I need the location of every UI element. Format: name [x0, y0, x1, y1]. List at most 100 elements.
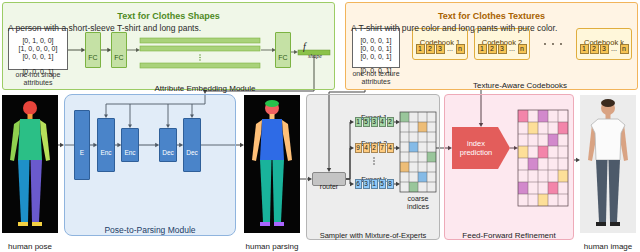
prediction-shape [452, 127, 510, 169]
text-slot: FC [86, 46, 99, 64]
person-photo [580, 95, 636, 233]
vector-row: [0, 0, 0, 1] [22, 53, 53, 61]
foot [32, 222, 42, 226]
expert: Expert k63158 [354, 168, 394, 190]
text-slot: 9 [355, 143, 362, 153]
module-panel: Pose-to-Parsing ModuleEEncEncDecDec [64, 94, 236, 236]
fc-layer: FC [275, 32, 290, 68]
code-cell: 3 [498, 44, 507, 54]
block-label: Dec [162, 149, 174, 157]
parsing-image: human parsing [244, 95, 300, 250]
leg [18, 160, 30, 222]
vector-row: [1, 0, 0, 0, 0] [19, 45, 58, 53]
expert-index: 6 [355, 179, 362, 189]
layer-label: FC [114, 54, 123, 62]
code-cell: 3 [436, 44, 445, 54]
code-cell: 1 [478, 44, 487, 54]
text-slot: 2 [488, 44, 497, 54]
text-slot: FC [112, 46, 125, 64]
vector-row: [0, 0, 0, 1] [360, 45, 391, 53]
torso [260, 119, 284, 160]
expert-index: 3 [363, 179, 370, 189]
panel-title: Text for Clothes Textures [438, 11, 545, 22]
head [265, 101, 279, 115]
text-slot: 3 [371, 117, 378, 127]
text-slot: Attribute Embedding Module [140, 77, 270, 95]
code-cell: 1 [416, 44, 425, 54]
arrow-head [240, 143, 244, 147]
text-slot: ... [446, 44, 455, 54]
text-slot: FC [276, 46, 289, 64]
hair [265, 100, 279, 107]
image-ground [244, 95, 300, 233]
expert: Expert 294274 [354, 132, 394, 154]
text-slot: Enc [122, 141, 137, 159]
human-image: human image [580, 95, 636, 250]
text-slot: E [75, 141, 89, 159]
text-slot: Feed-Forward Refinement [444, 224, 574, 242]
foot [18, 222, 28, 226]
axis-note: one-hot texture attributes [347, 70, 405, 86]
flow-arrow [574, 158, 580, 162]
text-slot: 1 [355, 117, 362, 127]
leg [31, 160, 43, 222]
text-slot: 5 [379, 179, 386, 189]
router-label: router [320, 183, 338, 191]
text-slot: f [303, 36, 306, 54]
text-slot: Dec [184, 141, 200, 159]
neck [28, 114, 33, 119]
text-slot: 3 [498, 44, 507, 54]
image-caption: human image [584, 242, 632, 252]
text-slot: 5 [363, 117, 370, 127]
foot [274, 222, 284, 226]
leg [596, 160, 608, 222]
text-slot: 3 [600, 44, 609, 54]
text-slot: 2 [590, 44, 599, 54]
refinement-panel: Feed-Forward Refinementindex prediction [444, 94, 574, 240]
leg [273, 160, 285, 222]
block-label: E [80, 149, 84, 157]
text-slot: 1 [580, 44, 589, 54]
sampler-panel: Sampler with Mixture-of-ExpertsrouterExp… [306, 94, 440, 240]
arm [40, 120, 50, 161]
block-label: Enc [124, 149, 135, 157]
expert: Expert 115342 [354, 106, 394, 128]
network-block: Dec [183, 118, 201, 172]
expert-index: 4 [379, 117, 386, 127]
block-label: Dec [186, 149, 198, 157]
expert-index: 1 [371, 179, 378, 189]
text-slot: Text for Clothes Shapes [2, 5, 335, 23]
expert-index: 1 [355, 117, 362, 127]
leg [609, 160, 621, 222]
expert-index: 4 [363, 143, 370, 153]
expert-index: 9 [355, 143, 362, 153]
axis-note: one-hot shape attributes [8, 71, 68, 87]
router-box: router [312, 172, 346, 186]
code-cell: 1 [580, 44, 589, 54]
network-block: Enc [121, 128, 138, 162]
text-slot: human parsing [241, 235, 303, 252]
vector-row: [0, 1, 0, 0] [22, 37, 53, 45]
code-cell: n [620, 44, 629, 54]
panel-title: Text for Clothes Shapes [117, 11, 219, 22]
parsing-figure [244, 95, 300, 233]
text-slot: 8 [387, 179, 394, 189]
text-slot: n [620, 44, 629, 54]
t-shirt [591, 119, 625, 160]
text-slot: 4 [363, 143, 370, 153]
text-slot: 4 [379, 117, 386, 127]
code-cell: 2 [426, 44, 435, 54]
prompt-text: A T-shirt with pure color and long pants… [351, 23, 557, 33]
text-slot: 3 [436, 44, 445, 54]
code-cell: ... [508, 44, 517, 54]
foot [260, 222, 270, 226]
code-cell: 2 [488, 44, 497, 54]
code-cell: n [518, 44, 527, 54]
head [23, 101, 37, 115]
feature-subscript: shape [308, 53, 322, 60]
code-cell: ... [446, 44, 455, 54]
text-slot: 2 [371, 143, 378, 153]
layer-label: FC [278, 54, 287, 62]
text-slot: 3 [363, 179, 370, 189]
image-caption: human parsing [246, 242, 299, 252]
